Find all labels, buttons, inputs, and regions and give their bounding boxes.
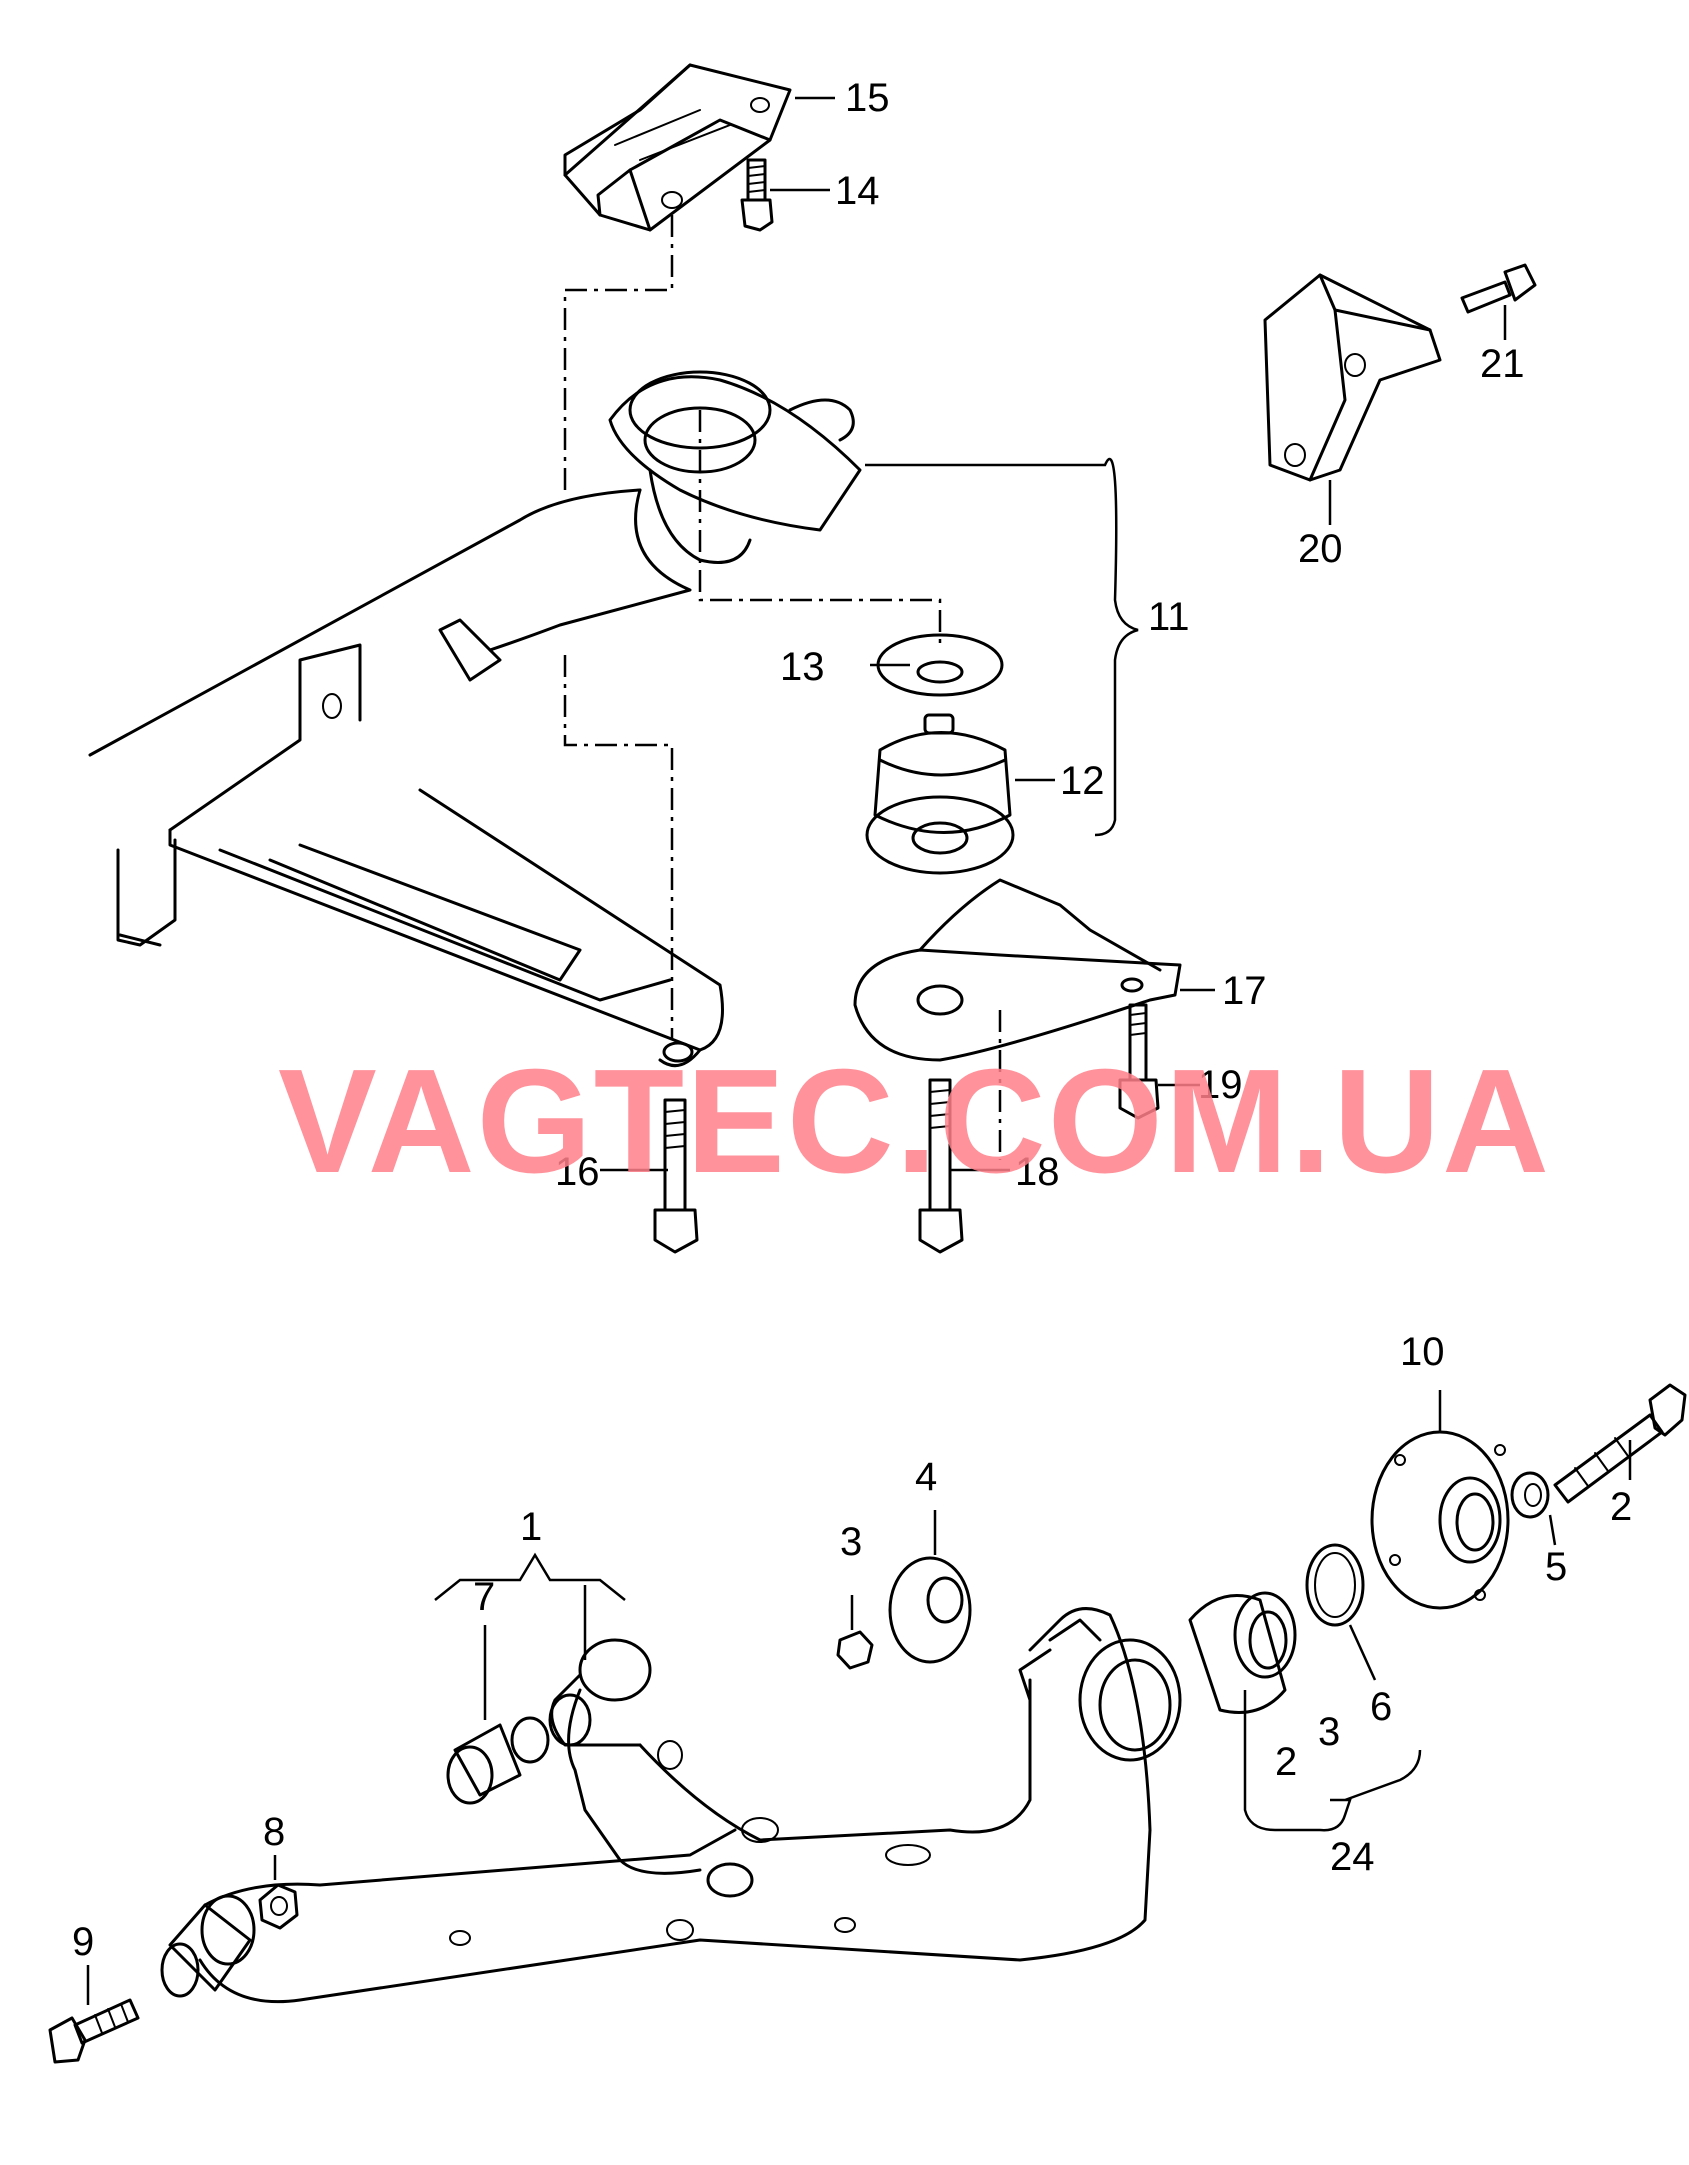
callout-12: 12 <box>1060 759 1105 803</box>
callout-3-nut: 3 <box>840 1520 862 1564</box>
bearing <box>1188 1591 1297 1714</box>
callout-21: 21 <box>1480 342 1525 386</box>
callout-20: 20 <box>1298 527 1343 571</box>
bolt-21 <box>1460 263 1537 314</box>
assembly-lines <box>563 215 1002 1160</box>
hub-flange-10 <box>1370 1430 1510 1610</box>
arm-pivot-sleeve <box>548 1638 652 1747</box>
circlip-6 <box>1305 1543 1365 1627</box>
bolt-16 <box>653 1098 699 1254</box>
bushing-7 <box>446 1716 550 1805</box>
subframe <box>88 488 724 1068</box>
callout-13: 13 <box>780 645 825 689</box>
callout-labels: 15 14 21 20 11 13 12 17 19 16 18 10 2 5 … <box>72 76 1632 1964</box>
callout-7: 7 <box>473 1575 495 1619</box>
callout-5: 5 <box>1545 1545 1567 1589</box>
washer-5 <box>1510 1471 1550 1519</box>
bushing-12 <box>865 713 1015 875</box>
mount-cup-11 <box>608 370 862 564</box>
callout-14: 14 <box>835 169 880 213</box>
nut-3 <box>836 1630 874 1670</box>
callout-10: 10 <box>1400 1330 1445 1374</box>
control-arm-1 <box>198 1607 1152 2004</box>
callout-9: 9 <box>72 1920 94 1964</box>
callout-15: 15 <box>845 76 890 120</box>
bolt-14 <box>740 158 774 232</box>
callout-8: 8 <box>263 1810 285 1854</box>
callout-2-kit: 2 <box>1275 1740 1297 1784</box>
bolt-18 <box>918 1078 964 1254</box>
callout-17: 17 <box>1222 969 1267 1013</box>
nut-8 <box>258 1883 299 1930</box>
callout-16: 16 <box>555 1150 600 1194</box>
bracket-20 <box>1263 273 1442 482</box>
bracket-15 <box>563 63 792 232</box>
plate-17 <box>853 878 1182 1062</box>
leader-lines <box>86 96 1632 2005</box>
bolt-9 <box>48 1998 140 2064</box>
callout-24: 24 <box>1330 1835 1375 1879</box>
callout-11: 11 <box>1148 595 1190 639</box>
bolt-2 <box>1553 1383 1687 1504</box>
callout-19: 19 <box>1198 1063 1243 1107</box>
knuckle-bore <box>1018 1618 1182 1762</box>
callout-3-kit: 3 <box>1318 1710 1340 1754</box>
callout-2-bolt: 2 <box>1610 1485 1632 1529</box>
rear-pivot <box>160 1894 256 1998</box>
bushing-4 <box>888 1556 972 1664</box>
watermark: VAGTEC.COM.UA <box>278 1039 1551 1204</box>
callout-6: 6 <box>1370 1685 1392 1729</box>
callout-1: 1 <box>520 1505 542 1549</box>
callout-18: 18 <box>1015 1150 1060 1194</box>
bolt-19 <box>1118 1003 1160 1120</box>
callout-4: 4 <box>915 1455 937 1499</box>
